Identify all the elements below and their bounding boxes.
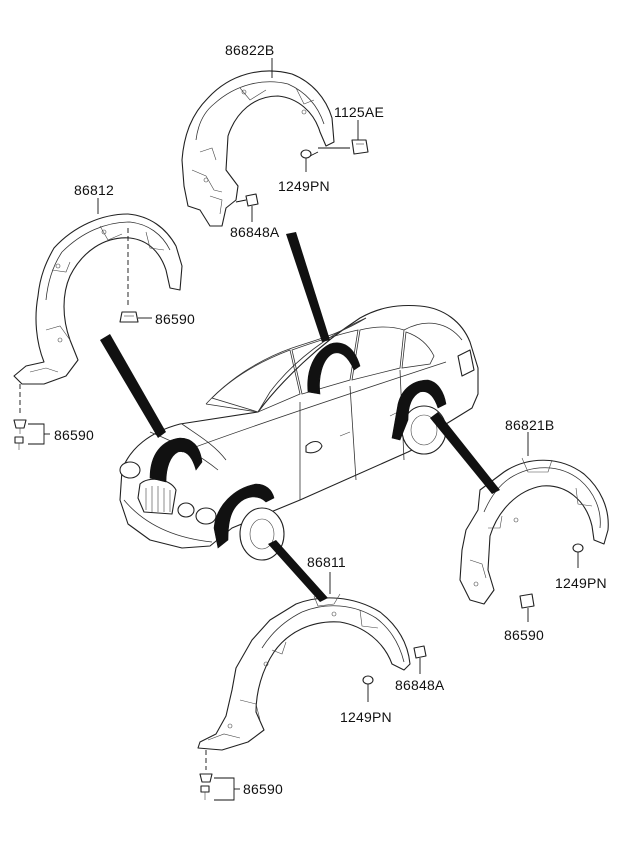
label-86590-front-left-upper: 86590 <box>155 311 195 327</box>
screw-1249pn-rear-right <box>572 543 584 568</box>
label-86590-rear-right: 86590 <box>504 627 544 643</box>
label-1249pn-rear-right: 1249PN <box>555 575 607 591</box>
screw-1249pn-front-right <box>362 675 374 702</box>
label-86822b: 86822B <box>225 42 275 58</box>
car-body <box>119 304 479 561</box>
clip-86848a-rear-left <box>235 193 259 222</box>
label-1249pn-rear-left: 1249PN <box>278 178 330 194</box>
label-1125ae: 1125AE <box>334 104 384 120</box>
label-86848a-rear-left: 86848A <box>230 224 280 240</box>
clip-86848a-front-right <box>413 645 427 674</box>
label-86821b: 86821B <box>505 417 555 433</box>
label-86811: 86811 <box>307 554 346 570</box>
clip-86590-front-left-upper <box>119 311 152 323</box>
clip-86590-rear-right <box>519 593 535 622</box>
rear-right-wheel-guard <box>459 457 609 605</box>
label-1249pn-front-right: 1249PN <box>340 709 392 725</box>
rear-left-wheel-guard <box>181 70 335 227</box>
front-right-wheel-guard <box>197 593 411 751</box>
clip-86590-front-right-lower <box>199 750 240 801</box>
label-86812: 86812 <box>74 182 114 198</box>
fastener-1125ae <box>318 120 369 155</box>
clip-86590-front-left-lower <box>13 384 50 450</box>
label-86590-front-left-lower: 86590 <box>54 427 94 443</box>
callout-wedges <box>100 232 500 602</box>
label-86848a-front-right: 86848A <box>395 677 445 693</box>
car-highlighted-guards <box>149 342 447 549</box>
front-left-wheel-guard <box>13 213 183 385</box>
screw-1249pn-rear-left <box>300 149 319 172</box>
label-86590-front-right-lower: 86590 <box>243 781 283 797</box>
